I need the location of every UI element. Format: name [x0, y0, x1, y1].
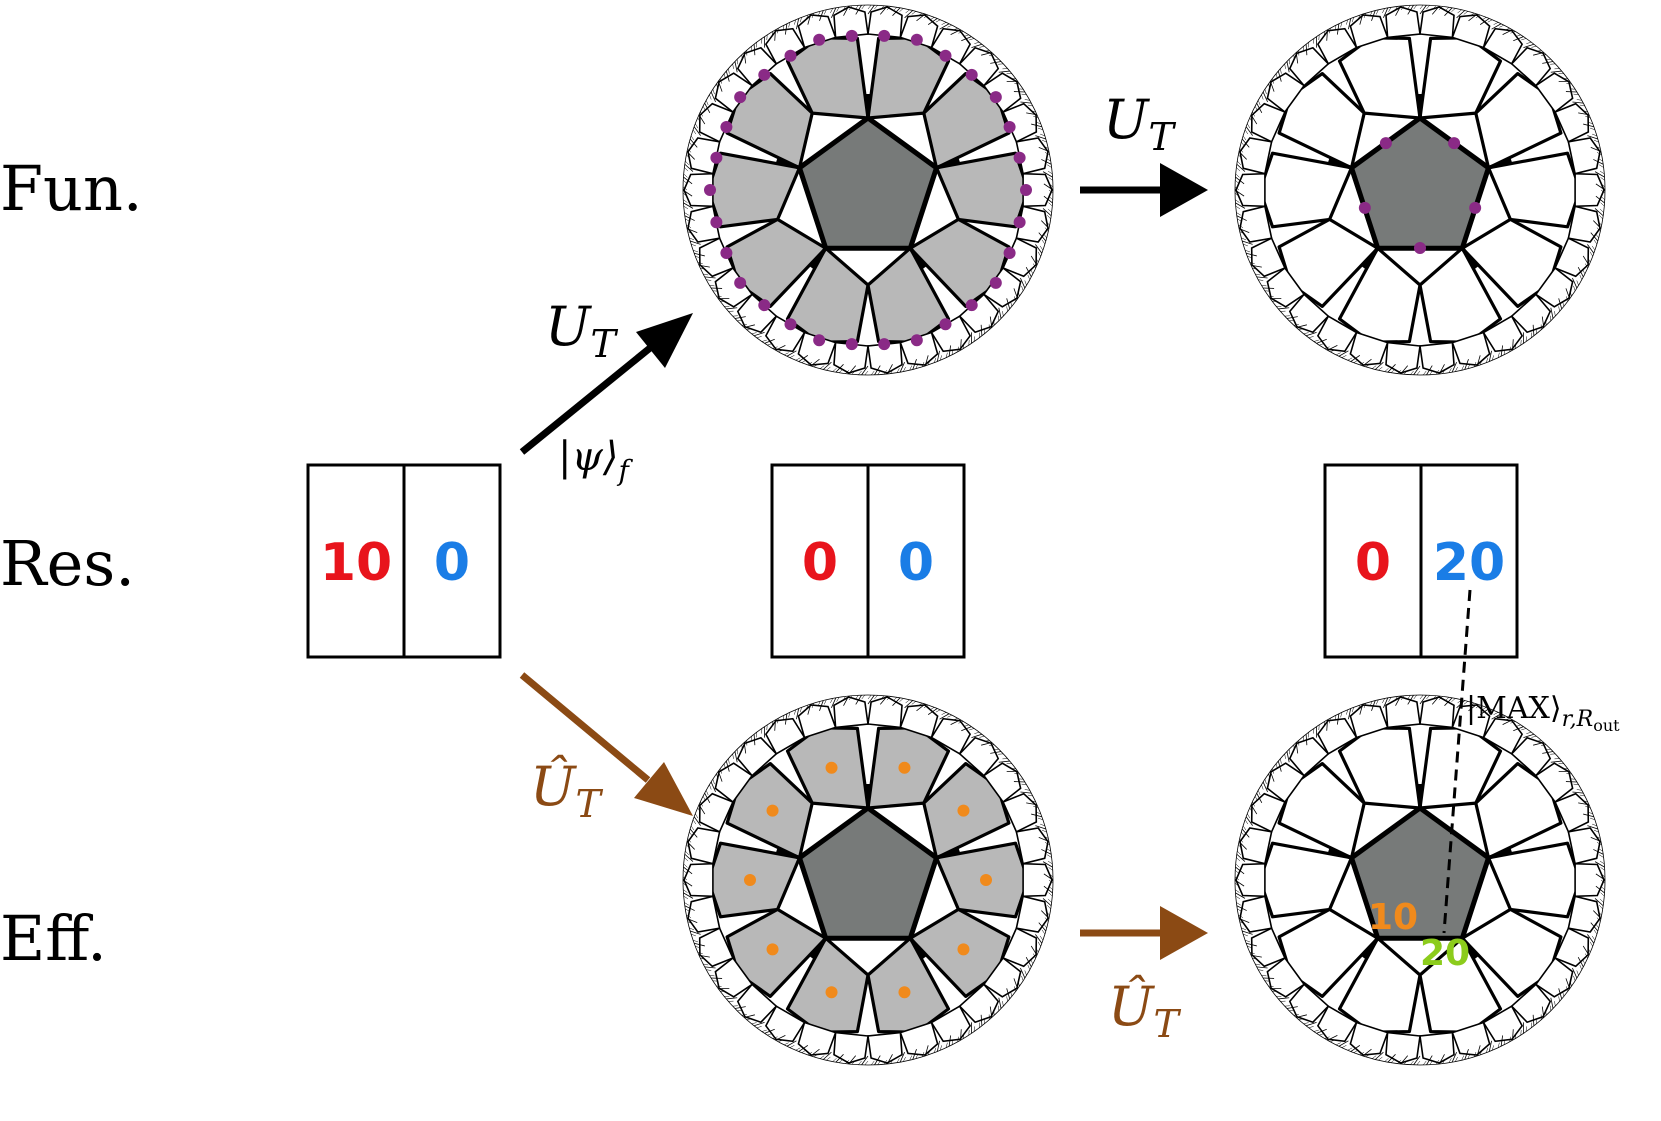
arrow-icon: [1080, 906, 1208, 960]
purple-dot: [720, 247, 733, 260]
bulk-value-orange: 10: [1368, 897, 1418, 938]
row-label-eff: Eff.: [0, 902, 107, 975]
register-left-value: 10: [320, 533, 392, 593]
register-initial: 10 0: [306, 463, 502, 659]
purple-dot: [813, 334, 826, 347]
purple-dot: [1448, 137, 1461, 150]
purple-dot: [1020, 184, 1032, 196]
register-right-value: 0: [898, 533, 934, 593]
row-label-res: Res.: [0, 527, 135, 600]
label-max-r-rout: |MAX⟩r,Rout: [1466, 691, 1620, 735]
orange-dot: [744, 874, 756, 886]
label-uhat-t-diagonal: ÛT: [530, 754, 604, 826]
label-psi-f: |ψ⟩f: [558, 434, 633, 487]
entanglement-dashed-line: [1442, 589, 1472, 934]
purple-dot: [910, 334, 923, 347]
purple-dot: [1414, 242, 1426, 254]
purple-dot: [1013, 151, 1026, 164]
purple-dot: [989, 91, 1002, 104]
orange-dot: [898, 986, 911, 999]
purple-dot: [878, 338, 891, 351]
purple-dot: [939, 318, 952, 331]
tiling-effective-initial: [682, 694, 1054, 1066]
purple-dot: [758, 68, 771, 81]
purple-dot: [878, 29, 891, 42]
tiling-effective-final: [1234, 694, 1606, 1066]
orange-dot: [898, 761, 911, 774]
purple-dot: [710, 151, 723, 164]
purple-dot: [710, 216, 723, 229]
arrow-icon: [519, 313, 693, 455]
purple-dot: [939, 49, 952, 62]
arrow-icon: [519, 672, 693, 816]
purple-dot: [784, 318, 797, 331]
label-u-t-top: UT: [1103, 88, 1177, 159]
purple-dot: [720, 120, 733, 133]
orange-dot: [766, 804, 779, 817]
purple-dot: [1003, 120, 1016, 133]
purple-dot: [784, 49, 797, 62]
purple-dot: [734, 91, 747, 104]
label-uhat-t-bottom: ÛT: [1108, 974, 1182, 1046]
label-u-t-diagonal: UT: [545, 295, 619, 366]
tiling-fundamental-initial: [682, 4, 1054, 376]
orange-dot: [766, 943, 779, 956]
row-label-fun: Fun.: [0, 152, 143, 225]
purple-dot: [1013, 216, 1026, 229]
purple-dot: [989, 276, 1002, 289]
purple-dot: [1469, 201, 1482, 214]
purple-dot: [845, 338, 858, 351]
register-left-value: 0: [802, 533, 838, 593]
bulk-value-green: 20: [1420, 933, 1470, 974]
orange-dot: [957, 804, 970, 817]
register-right-value: 20: [1433, 533, 1505, 593]
purple-dot: [965, 68, 978, 81]
register-final: 0 20: [1323, 463, 1519, 659]
purple-dot: [734, 276, 747, 289]
arrow-icon: [1080, 163, 1208, 217]
tiling-fundamental-final: [1234, 4, 1606, 376]
purple-dot: [1003, 247, 1016, 260]
orange-dot: [980, 874, 992, 886]
orange-dot: [957, 943, 970, 956]
orange-dot: [825, 761, 838, 774]
purple-dot: [845, 29, 858, 42]
register-right-value: 0: [434, 533, 470, 593]
orange-dot: [825, 986, 838, 999]
purple-dot: [704, 184, 716, 196]
purple-dot: [1379, 137, 1392, 150]
register-middle: 0 0: [770, 463, 966, 659]
register-left-value: 0: [1355, 533, 1391, 593]
purple-dot: [965, 299, 978, 312]
purple-dot: [910, 33, 923, 46]
purple-dot: [758, 299, 771, 312]
purple-dot: [1358, 201, 1371, 214]
purple-dot: [813, 33, 826, 46]
